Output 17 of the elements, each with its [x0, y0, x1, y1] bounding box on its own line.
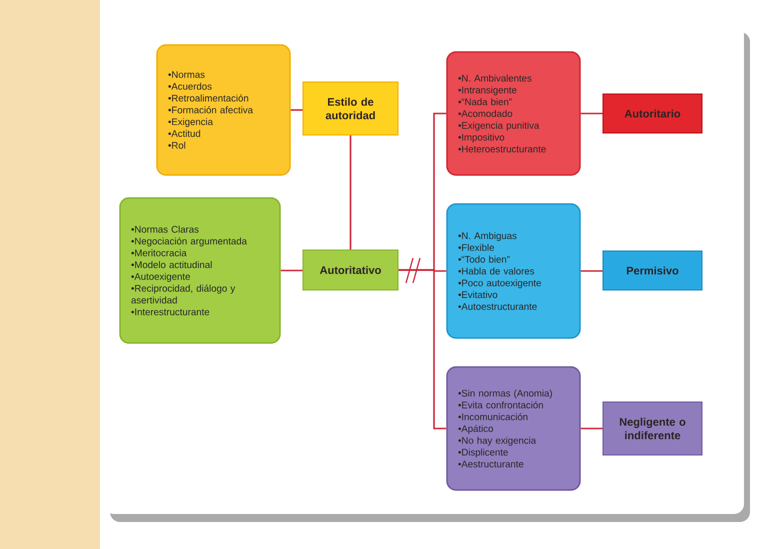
label-box: Autoritario [602, 94, 702, 134]
connector-line [290, 109, 302, 111]
label-box: Estilo de autoridad [302, 82, 398, 136]
label-box: Negligente o indiferente [602, 402, 702, 456]
label-box: Permisivo [602, 250, 702, 290]
connector-line [350, 136, 352, 250]
list-box: •Normas •Acuerdos •Retroalimentación •Formación afectiva •Exigencia •Actitud •Rol [156, 44, 291, 176]
connector-line [580, 270, 602, 272]
label-box: Autoritativo [302, 250, 398, 290]
connector-line [580, 428, 602, 430]
list-box: •Normas Claras •Negociación argumentada •Meritocracia •Modelo actitudinal •Autoexigente •Reciprocidad, diálogo y asertividad •Interestructurante [119, 197, 281, 344]
list-box: •N. Ambiguas •Flexible •“Todo bien” •Habla de valores •Poco autoexigente •Evitativo •Autoestructurante [446, 203, 581, 339]
list-box: •Sin normas (Anomia) •Evita confrontación •Incomunicación •Apático •No hay exigencia •Displicente •Aestructurante [446, 366, 581, 491]
list-box: •N. Ambivalentes •Intransigente •“Nada bien” •Acomodado •Exigencia punitiva •Impositivo •Heteroestructurante [446, 51, 581, 176]
connector-line [280, 270, 302, 272]
connector-line [398, 269, 446, 430]
connector-line [580, 112, 602, 114]
